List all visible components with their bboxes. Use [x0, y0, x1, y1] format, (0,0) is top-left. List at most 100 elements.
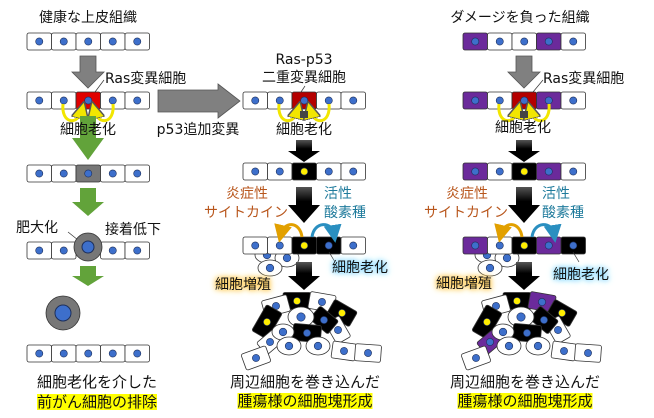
nucleus [84, 96, 93, 105]
nucleus [472, 354, 480, 362]
nucleus [520, 96, 529, 105]
nucleus [108, 349, 117, 358]
nucleus [498, 327, 508, 337]
cell [124, 344, 150, 363]
nucleus [483, 318, 491, 326]
paracrine-arrow [94, 104, 115, 122]
cell [75, 91, 101, 110]
cell [536, 236, 562, 255]
black-down-arrow [508, 187, 540, 223]
nucleus [471, 96, 480, 105]
nucleus [59, 246, 68, 255]
nucleus [502, 253, 512, 263]
adhesion-loss-label: 接着低下 [105, 222, 161, 238]
middle-title-line1: Ras-p53 [275, 52, 333, 68]
nucleus [523, 329, 531, 337]
left-senescence-label: 細胞老化 [60, 122, 116, 138]
nucleus [59, 169, 68, 178]
cell [316, 236, 342, 255]
right-title: ダメージを負った組織 [450, 10, 590, 26]
nucleus [324, 167, 333, 176]
paracrine-arrow [277, 104, 298, 122]
cell [51, 344, 77, 363]
nucleus [495, 167, 504, 176]
nucleus [300, 241, 309, 250]
hypertrophy-label: 肥大化 [16, 220, 58, 236]
cell [291, 162, 317, 181]
cell [560, 32, 586, 51]
nucleus [520, 241, 529, 250]
nucleus [263, 318, 271, 326]
nucleus [364, 349, 372, 357]
middle-caption-line2: 腫瘍様の細胞塊形成 [237, 392, 373, 410]
nucleus [108, 169, 117, 178]
cell [124, 241, 150, 260]
p53-transition-arrow [157, 83, 241, 119]
cell [242, 162, 268, 181]
cell [487, 162, 513, 181]
cytokine-arrow [494, 223, 524, 243]
nucleus [504, 341, 514, 351]
cell [462, 91, 488, 110]
middle-secondary-senescence: 細胞老化 [332, 260, 388, 276]
cell [26, 91, 52, 110]
nucleus [81, 240, 95, 254]
nucleus [84, 169, 93, 178]
nucleus [349, 167, 358, 176]
cell [291, 91, 317, 110]
middle-ros-line1: 活性 [324, 186, 352, 202]
nucleus [554, 326, 562, 334]
nucleus [275, 167, 284, 176]
nucleus [108, 37, 117, 46]
nucleus [84, 349, 93, 358]
cell [511, 162, 537, 181]
nucleus [133, 246, 142, 255]
cell [511, 236, 537, 255]
cell [354, 343, 382, 363]
nucleus [108, 96, 117, 105]
paracrine-arrow [497, 104, 518, 122]
left-caption-line2: 前がん細胞の排除 [36, 393, 158, 411]
cell [75, 32, 101, 51]
cell [26, 344, 52, 363]
black-down-arrow [288, 262, 320, 290]
leader-line [532, 79, 544, 93]
cell [560, 236, 586, 255]
right-senescence-label: 細胞老化 [495, 120, 551, 136]
cell [100, 32, 126, 51]
paracrine-arrow [310, 104, 331, 122]
nucleus [513, 297, 521, 305]
right-caption-line2: 腫瘍様の細胞塊形成 [457, 392, 593, 410]
middle-caption-line1: 周辺細胞を巻き込んだ [229, 373, 381, 391]
nucleus [349, 96, 358, 105]
cell [75, 344, 101, 363]
nucleus [495, 96, 504, 105]
cell [340, 91, 366, 110]
cell [462, 236, 488, 255]
nucleus [320, 316, 328, 324]
nucleus [251, 167, 260, 176]
cell [550, 340, 578, 362]
nucleus [485, 263, 495, 273]
nucleus [35, 169, 44, 178]
right-inflammatory-line2: サイトカイン [424, 205, 508, 221]
cell [51, 241, 77, 260]
cell [124, 32, 150, 51]
cell [75, 164, 101, 183]
nucleus [59, 96, 68, 105]
right-secondary-senescence: 細胞老化 [553, 267, 609, 283]
ros-arrow [310, 223, 342, 243]
nucleus [252, 354, 260, 362]
nucleus [516, 312, 526, 322]
cell [487, 236, 513, 255]
nucleus [296, 312, 306, 322]
nucleus [108, 246, 117, 255]
cell [462, 32, 488, 51]
nucleus [560, 347, 568, 355]
gray-down-arrow [507, 55, 541, 89]
cell [124, 164, 150, 183]
cell [487, 32, 513, 51]
middle-ros-line2: 酸素種 [324, 205, 366, 221]
cell [511, 32, 537, 51]
